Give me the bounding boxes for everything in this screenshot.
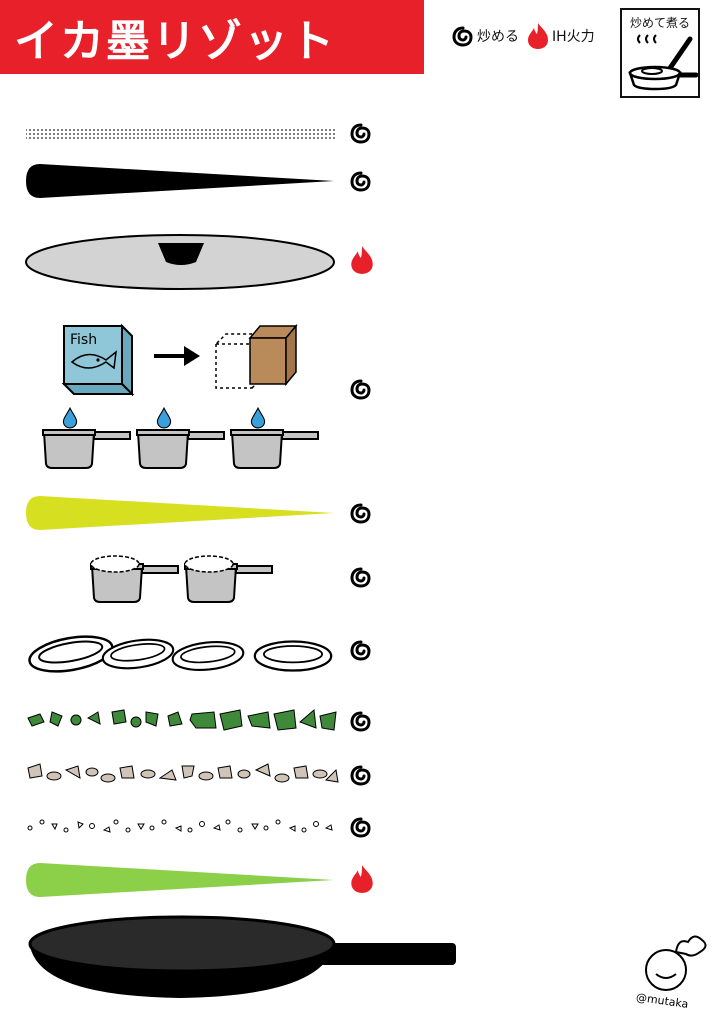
spiral-stir-icon (350, 567, 371, 588)
squid-ring (253, 640, 333, 672)
squid-ring (25, 629, 117, 679)
spiral-stir-icon (350, 123, 371, 144)
legend-heat-label: IH火力 (552, 29, 595, 45)
method-box: 炒めて煮る (620, 8, 700, 98)
pan-with-steam-icon (628, 34, 699, 91)
minced-garlic (27, 819, 333, 833)
spiral-stir-icon (350, 379, 371, 400)
chef-signature-logo: @mutaka (635, 935, 707, 1011)
legend: 炒める IH火力 (452, 18, 603, 54)
signature-text: @mutaka (635, 991, 689, 1011)
water-drop-icon (156, 407, 172, 429)
fish-label: Fish (70, 332, 97, 348)
squid-ring (170, 637, 246, 675)
rice-cup (184, 555, 273, 603)
rice-cup (90, 555, 179, 603)
squid-ink-wedge (26, 164, 334, 198)
squid-ring (99, 634, 177, 674)
measuring-cup (136, 429, 225, 469)
legend-stir-label: 炒める (477, 29, 519, 45)
flame-icon (528, 23, 548, 49)
spiral-stir-icon (350, 171, 371, 192)
water-drop-icon (62, 407, 78, 429)
legend-stir: 炒める (452, 25, 519, 47)
pepper-strip (26, 127, 336, 139)
measuring-cup (230, 429, 319, 469)
water-drop-icon (250, 407, 266, 429)
spiral-stir-icon (350, 817, 371, 838)
chopped-mushroom (27, 763, 339, 783)
spiral-stir-icon (350, 640, 371, 661)
flame-icon (351, 865, 373, 893)
legend-heat: IH火力 (527, 22, 595, 50)
spiral-stir-icon (350, 503, 371, 524)
frying-pan (28, 915, 456, 998)
flame-icon (351, 246, 373, 274)
spiral-stir-icon (350, 765, 371, 786)
fish-stock-cube: Fish (61, 323, 135, 397)
lid-handle (158, 243, 204, 265)
method-label: 炒めて煮る (629, 16, 690, 30)
chopped-herbs (27, 709, 337, 731)
measuring-cup (42, 429, 131, 469)
olive-oil-wedge (26, 863, 334, 897)
dissolved-cube (214, 323, 298, 389)
arrow-right-icon (154, 346, 200, 366)
white-wine-wedge (26, 496, 334, 530)
recipe-title: イカ墨リゾット (0, 0, 424, 74)
spiral-stir-icon (350, 711, 371, 732)
spiral-stir-icon (452, 26, 473, 47)
